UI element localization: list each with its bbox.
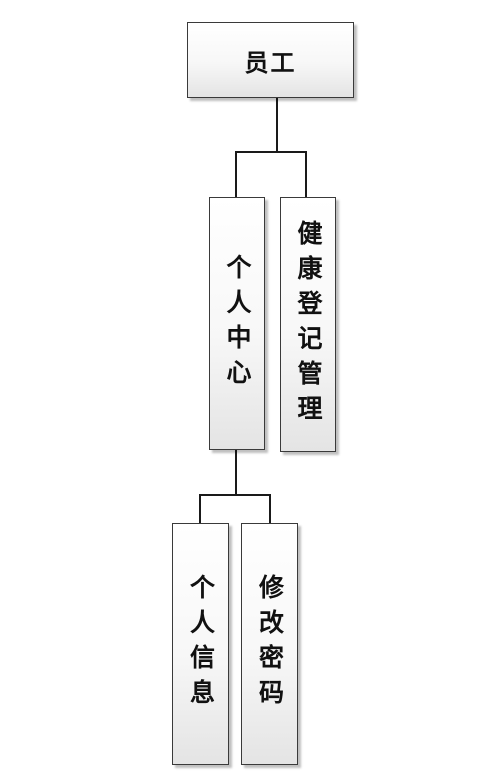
node-change-password: 修改密码 <box>241 523 298 765</box>
node-employee: 员工 <box>187 22 354 98</box>
node-personal-center: 个人中心 <box>209 197 265 450</box>
connector-level1-bar <box>235 151 307 153</box>
connector-level2-bar <box>199 494 271 496</box>
connector-change-password-drop <box>269 494 271 523</box>
connector-health-registration-drop <box>305 151 307 197</box>
connector-personal-center-drop <box>235 151 237 197</box>
node-employee-label: 员工 <box>244 48 297 77</box>
node-health-registration-label: 健康登记管理 <box>294 219 323 430</box>
node-personal-info: 个人信息 <box>172 523 229 765</box>
connector-root-stem <box>276 97 278 153</box>
connector-personal-info-drop <box>199 494 201 523</box>
connector-personal-center-stem <box>235 450 237 496</box>
node-change-password-label: 修改密码 <box>255 574 285 714</box>
node-personal-info-label: 个人信息 <box>186 574 216 714</box>
node-health-registration: 健康登记管理 <box>280 197 336 452</box>
node-personal-center-label: 个人中心 <box>223 253 252 394</box>
